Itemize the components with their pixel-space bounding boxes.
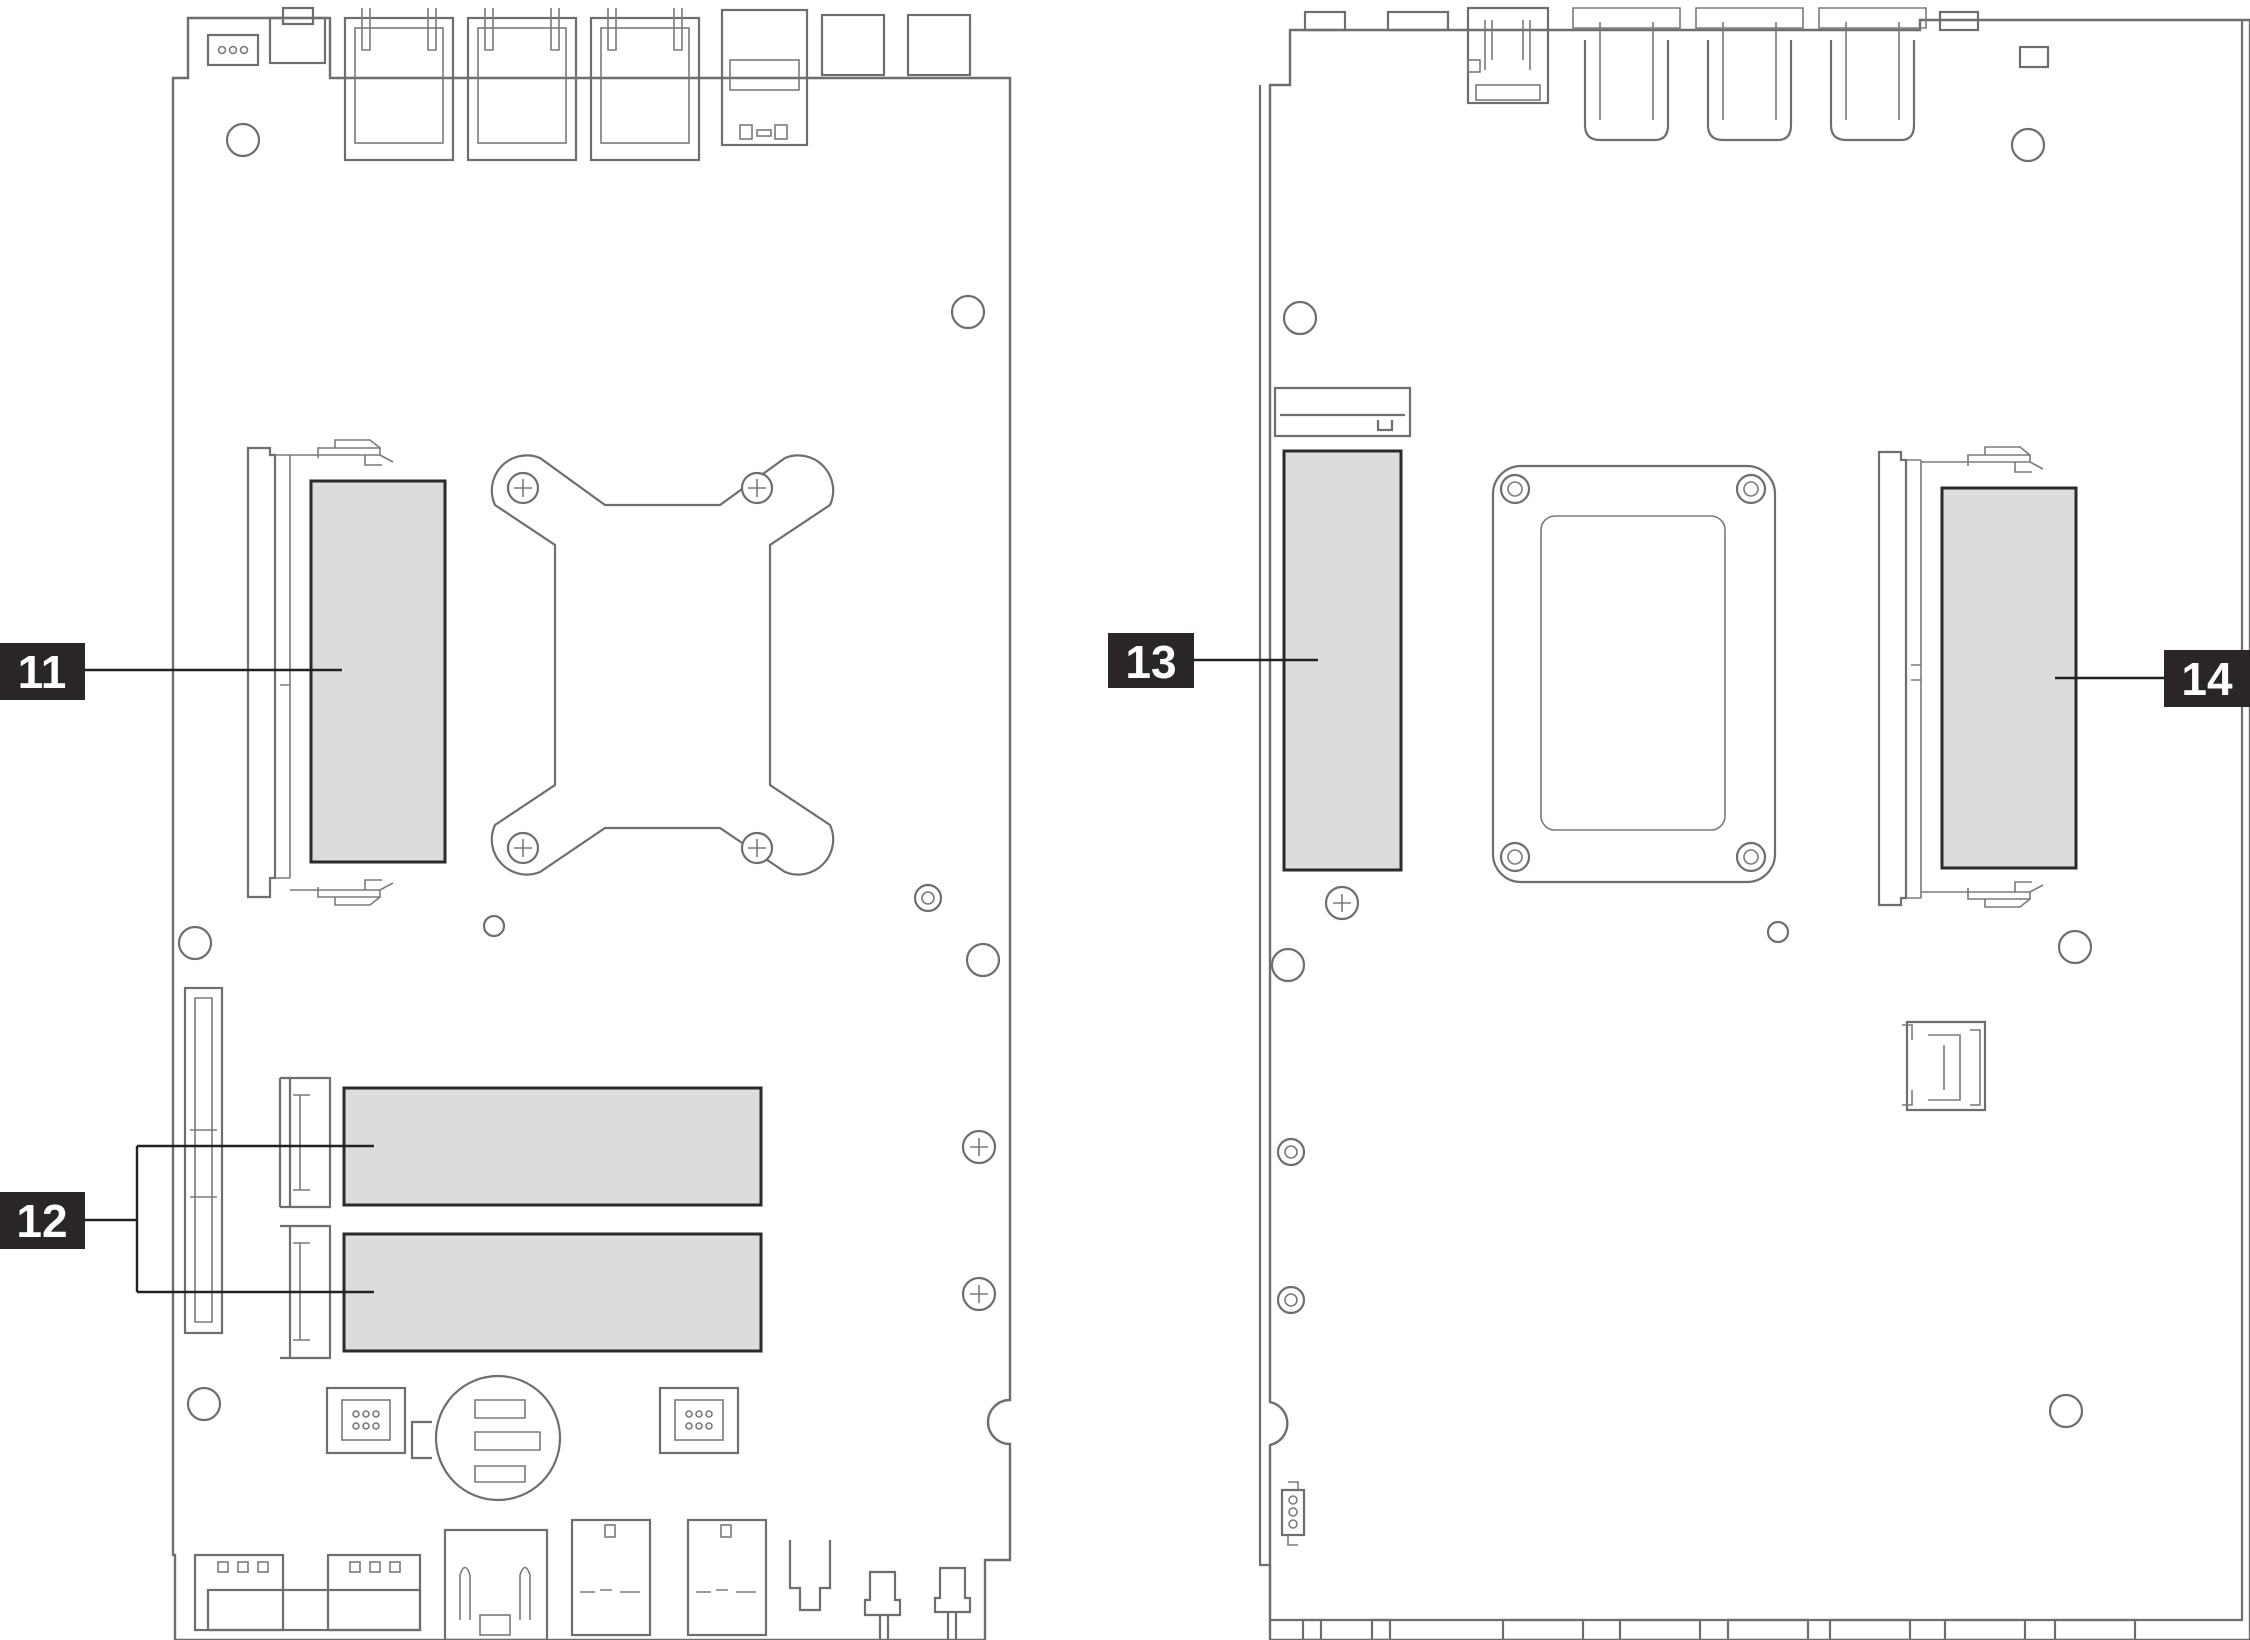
memory-slot-right [1877,446,2044,908]
left-processor-bracket [490,454,835,876]
mounting-hole [965,942,1001,978]
screw-icon [961,1129,997,1312]
callout-12: 12 [0,1144,374,1294]
mounting-hole [950,294,986,330]
callout-12-label: 12 [16,1195,67,1247]
left-top-connectors [206,6,972,162]
mounting-hole [482,914,506,938]
left-bottom-connectors [193,1518,972,1640]
right-top-connectors [1303,6,2050,142]
mounting-hole [1270,947,1306,983]
left-system-board [171,6,1012,1640]
mounting-hole [225,122,261,158]
memory-module-11 [309,479,447,864]
mounting-hole [2010,127,2046,163]
mounting-hole [2057,929,2093,965]
mounting-hole [913,883,943,913]
right-flex-connector [1273,386,1412,438]
callout-13: 13 [1108,633,1318,688]
right-bottom-connectors [1301,1618,2137,1640]
mounting-hole [177,925,213,961]
mounting-hole [1282,300,1318,336]
memory-module-14 [1940,486,2078,870]
right-system-board [1258,6,2250,1640]
right-fan-connector [1280,1481,1306,1546]
right-processor-socket [1491,464,1777,884]
callout-13-label: 13 [1125,636,1176,688]
battery-area [325,1374,740,1502]
callout-11-label: 11 [18,646,67,698]
callout-14: 14 [2055,650,2250,707]
m2-drive-upper [342,1086,763,1207]
mounting-hole [1766,920,1790,944]
screw-icon [1324,885,1360,921]
m2-slots [183,986,332,1360]
m2-drive-lower [342,1232,763,1353]
memory-slot-left [246,439,394,906]
callout-14-label: 14 [2181,653,2233,705]
mounting-hole [2048,1393,2084,1429]
mounting-hole [186,1386,222,1422]
sd-card-slot [1902,1020,1987,1112]
callout-11: 11 [0,643,342,700]
